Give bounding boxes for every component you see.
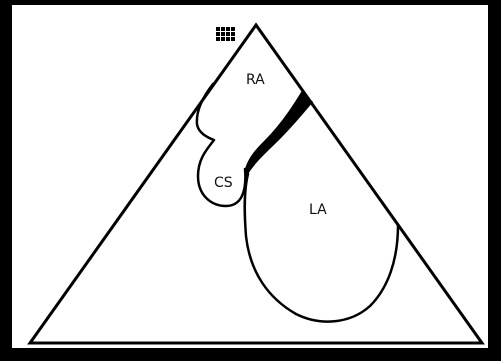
- white-panel: [12, 5, 488, 348]
- left-atrium-outline: [243, 172, 400, 323]
- label-cs: CS: [214, 175, 233, 191]
- label-ra: RA: [246, 72, 265, 88]
- grid-icon: [216, 27, 235, 41]
- label-la: LA: [309, 202, 327, 218]
- septal-band: [245, 90, 314, 179]
- triangle-outline: [27, 22, 485, 345]
- coronary-sinus-outline: [195, 82, 247, 208]
